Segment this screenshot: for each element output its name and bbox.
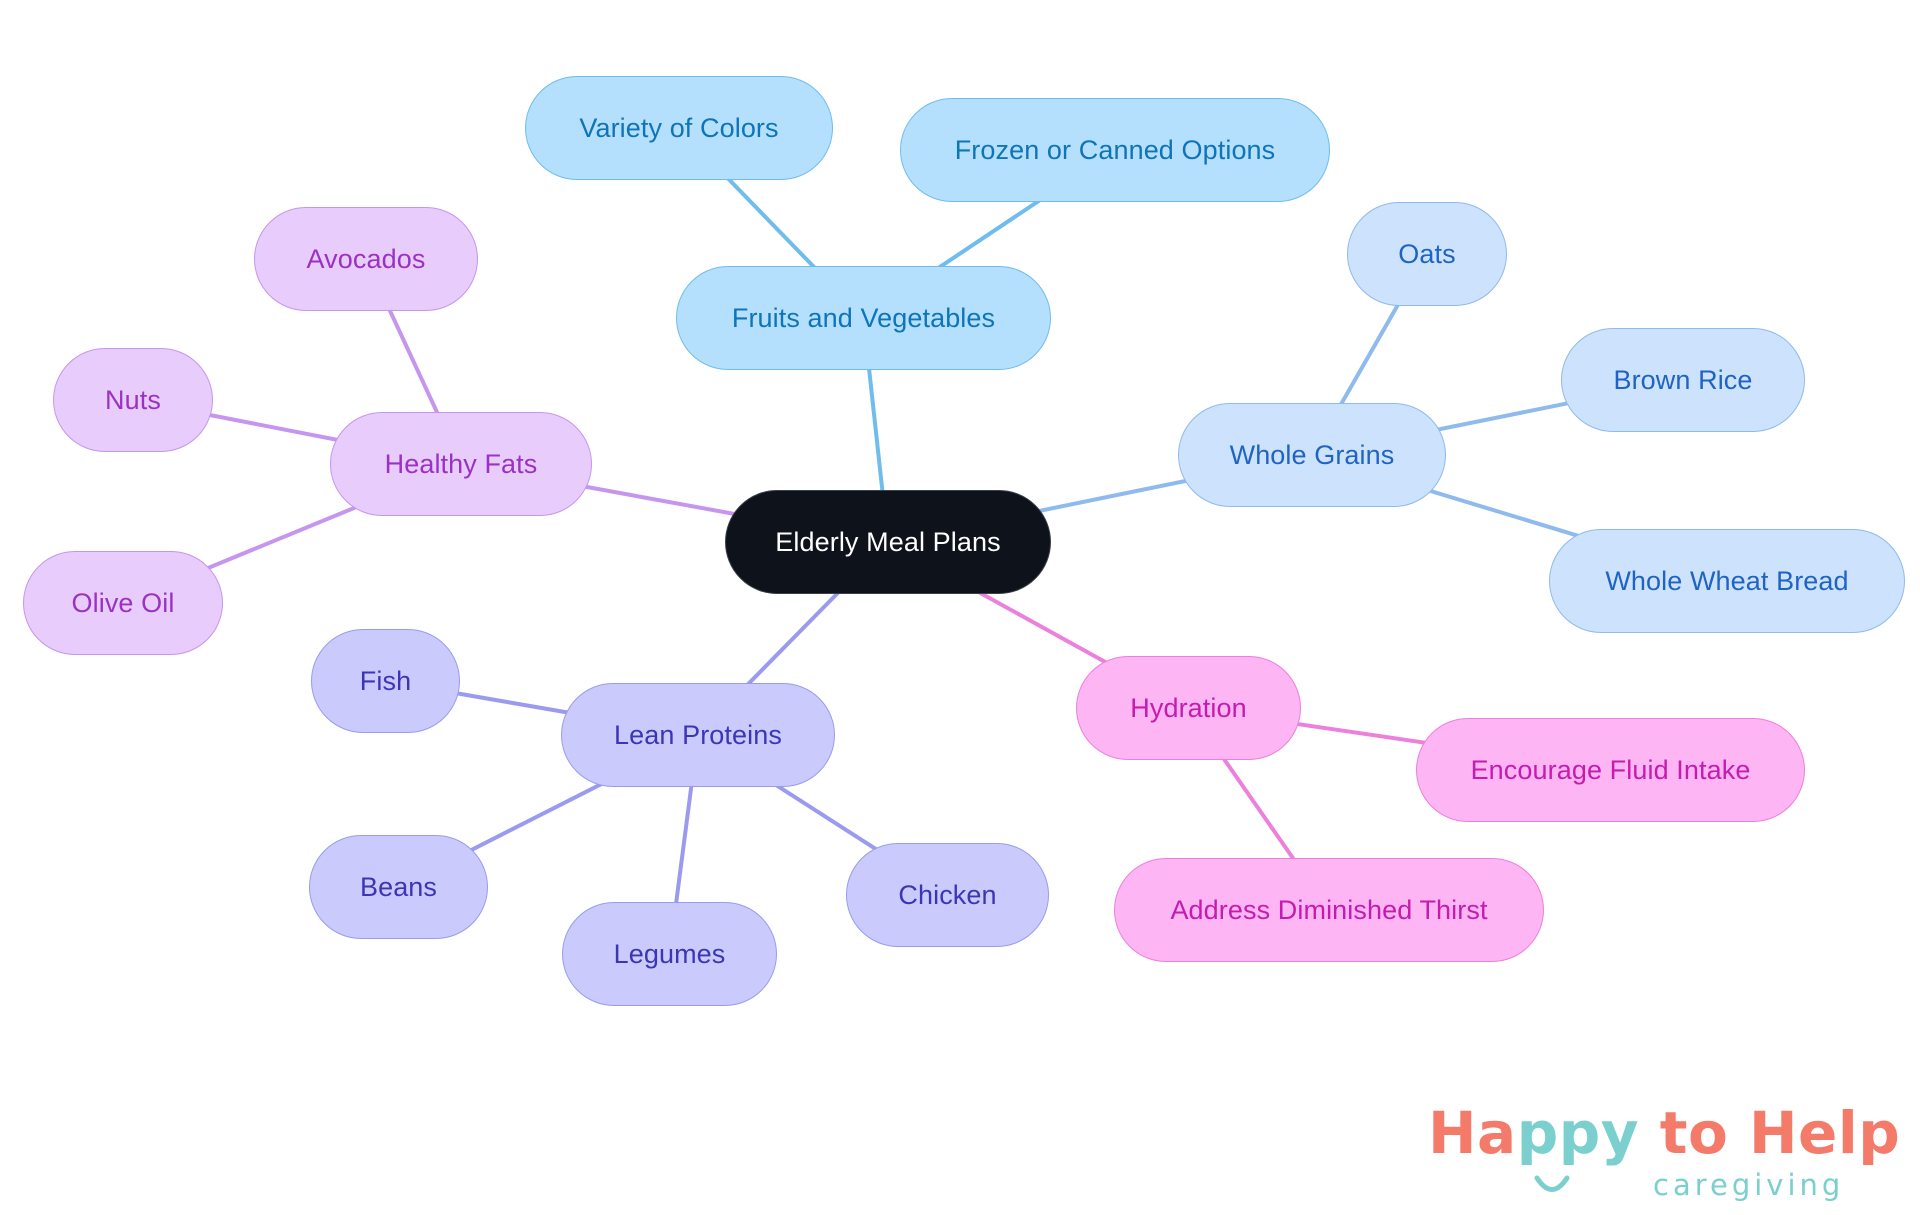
root-node: Elderly Meal Plans [725,490,1051,594]
leaf-avocados: Avocados [254,207,478,311]
branch-lean-proteins: Lean Proteins [561,683,835,787]
leaf-variety-of-colors: Variety of Colors [525,76,833,180]
leaf-encourage-fluid-intake: Encourage Fluid Intake [1416,718,1805,822]
leaf-frozen-or-canned-options: Frozen or Canned Options [900,98,1330,202]
leaf-address-diminished-thirst: Address Diminished Thirst [1114,858,1544,962]
leaf-whole-wheat-bread: Whole Wheat Bread [1549,529,1905,633]
leaf-oats: Oats [1347,202,1507,306]
logo-wordmark-part1: Ha [1428,1099,1517,1167]
leaf-fish: Fish [311,629,460,733]
logo-wordmark: Happy to Help [1428,1099,1900,1167]
leaf-chicken: Chicken [846,843,1049,947]
brand-logo: Happy to Help caregiving [1420,1099,1900,1205]
logo-tagline: caregiving [1653,1168,1845,1202]
leaf-brown-rice: Brown Rice [1561,328,1805,432]
smile-icon [1534,1175,1570,1192]
leaf-beans: Beans [309,835,488,939]
leaf-nuts: Nuts [53,348,213,452]
branch-whole-grains: Whole Grains [1178,403,1446,507]
logo-wordmark-part2: ppy [1516,1099,1640,1167]
leaf-olive-oil: Olive Oil [23,551,223,655]
branch-healthy-fats: Healthy Fats [330,412,592,516]
logo-wordmark-part3: to Help [1639,1099,1901,1167]
leaf-legumes: Legumes [562,902,777,1006]
branch-hydration: Hydration [1076,656,1301,760]
branch-fruits-vegetables: Fruits and Vegetables [676,266,1051,370]
